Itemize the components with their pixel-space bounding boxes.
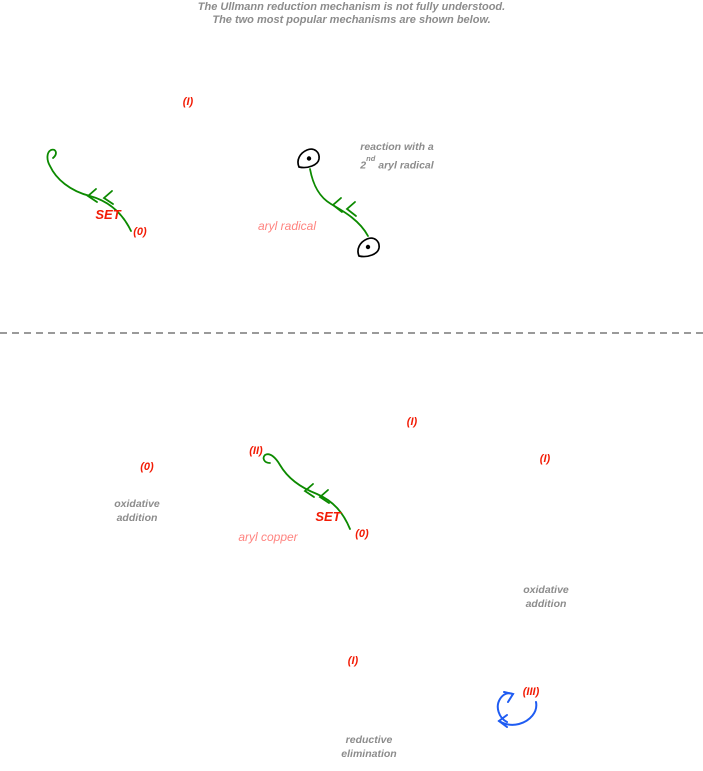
reductive-elimination-line1: reductive [345,734,393,746]
oxidative-addition-right-line2: addition [525,597,567,610]
oxidation-state-label-cu-I-upper: (I) [406,416,418,428]
oxidation-state-label-cu-I-center: (I) [347,655,359,667]
oxidation-state-label-cu-I-right: (I) [539,453,551,465]
set-arrow-bottom [262,453,351,530]
reaction-note-line2: 2nd aryl radical [360,153,434,173]
oxidation-state-label-cu-III: (III) [522,686,540,698]
oxidation-state-label-cu-II: (II) [249,445,263,457]
reductive-elimination-label: reductive elimination [341,734,396,761]
reaction-note-suffix: aryl radical [375,159,434,171]
diagram-title-line2: The two most popular mechanisms are show… [212,13,491,26]
reaction-note-prefix: 2 [360,159,367,171]
aryl-copper-label: aryl copper [238,530,298,544]
oxidative-addition-label-right: oxidative addition [523,584,569,611]
set-arrow-top [46,148,132,232]
radical-orbital-top-icon [297,148,320,169]
radical-coupling-arrow [309,168,369,237]
oxidation-state-label-cu-0-mid: (0) [355,528,369,540]
set-label-top: SET [95,207,121,222]
diagram-title-line1: The Ullmann reduction mechanism is not f… [197,1,506,13]
reaction-note-line1: reaction with a [360,141,434,153]
oxidation-state-label-cu-I-top: (I) [182,96,194,108]
reaction-note-superscript: nd [366,153,376,163]
oxidation-state-label-cu-0-top: (0) [133,226,147,238]
reductive-elimination-line2: elimination [341,747,397,760]
oxidative-addition-left-line2: addition [116,511,158,524]
aryl-radical-label: aryl radical [257,219,317,233]
oxidation-state-label-cu-0-left: (0) [140,461,154,473]
radical-orbital-bottom-icon [357,237,380,258]
set-label-bottom: SET [315,509,341,524]
oxidative-addition-right-line1: oxidative [523,584,569,596]
diagram-title: The Ullmann reduction mechanism is not f… [0,1,703,26]
reaction-note: reaction with a 2nd aryl radical [360,141,434,173]
oxidative-addition-label-left: oxidative addition [114,498,160,525]
oxidative-addition-left-line1: oxidative [114,498,160,510]
reductive-elimination-arrows [496,691,538,728]
